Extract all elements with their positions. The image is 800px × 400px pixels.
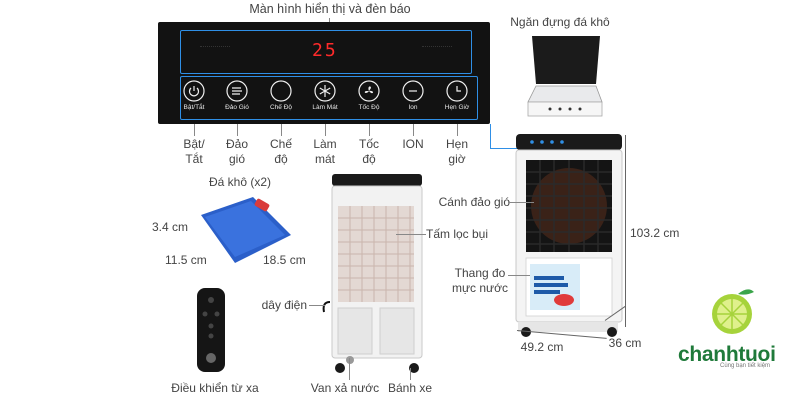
filter-label: Tấm lọc bụi: [426, 227, 489, 241]
ice-box-label: Ngăn đựng đá khô: [510, 15, 610, 29]
btn-label-speed: Tốc Độ: [358, 104, 380, 111]
display-outline: [180, 30, 472, 74]
snowflake-icon: [314, 80, 336, 102]
ion-button[interactable]: [402, 80, 424, 102]
cord-label: dây điện: [261, 298, 307, 312]
btn-label-timer: Hẹn Giờ: [444, 104, 470, 111]
title-pointer-line: [329, 18, 330, 24]
ice-box-image: [527, 36, 603, 117]
ion-icon: [402, 80, 424, 102]
power-icon: [183, 80, 205, 102]
ice-pack-label: Đá khô (x2): [208, 175, 272, 189]
btn-label-cooling: Làm Mát: [312, 104, 338, 111]
mode-button[interactable]: [270, 80, 292, 102]
indicator-lights-right: [422, 46, 452, 50]
remote-label: Điều khiển từ xa: [171, 381, 259, 395]
lime-logo-icon: [712, 289, 754, 334]
wheel-label: Bánh xe: [387, 381, 433, 395]
height-dimension-line: [625, 135, 626, 327]
pointer-line: [237, 124, 238, 136]
filter-pointer: [396, 234, 426, 235]
fan-icon: [358, 80, 380, 102]
swing-button[interactable]: [226, 80, 248, 102]
buttons-outline: [180, 76, 478, 120]
swing-icon: [226, 80, 248, 102]
cord-pointer: [309, 305, 325, 306]
remote-control-image: [197, 288, 225, 372]
timer-icon: [446, 80, 468, 102]
btn-label-power: Bật/Tắt: [183, 104, 205, 111]
display-title: Màn hình hiển thị và đèn báo: [249, 2, 411, 16]
drain-pointer: [349, 358, 350, 380]
cooling-button[interactable]: [314, 80, 336, 102]
height-dimension: 103.2 cm: [630, 226, 680, 240]
brand-tagline: Cùng bạn tiết kiệm: [720, 363, 771, 369]
btn-label-mode: Chế Độ: [269, 104, 293, 111]
connector-line: [490, 148, 518, 149]
pointer-line: [325, 124, 326, 136]
louver-label: Cánh đảo gió: [438, 195, 510, 209]
temperature-display: 25: [312, 40, 338, 61]
power-button[interactable]: [183, 80, 205, 102]
label-ion: ION: [402, 137, 424, 151]
water-gauge-pointer: [508, 275, 530, 276]
ice-width: 11.5 cm: [165, 253, 207, 267]
louver-pointer: [508, 202, 534, 203]
ice-pack-image: [201, 197, 291, 263]
btn-label-ion: Ion: [408, 104, 418, 111]
depth-dimension: 36 cm: [608, 336, 642, 350]
air-cooler-front-image: [515, 134, 623, 337]
pointer-line: [369, 124, 370, 136]
connector-line: [490, 124, 491, 148]
pointer-line: [413, 124, 414, 136]
pointer-line: [281, 124, 282, 136]
ice-thickness: 3.4 cm: [152, 220, 189, 234]
speed-button[interactable]: [358, 80, 380, 102]
timer-button[interactable]: [446, 80, 468, 102]
label-power: Bật/Tắt: [183, 137, 205, 166]
pointer-line: [194, 124, 195, 136]
mode-icon: [270, 80, 292, 102]
wheel-pointer: [410, 368, 411, 380]
btn-label-swing: Đảo Gió: [225, 104, 249, 111]
drain-valve-label: Van xả nước: [310, 381, 380, 395]
width-dimension: 49.2 cm: [520, 340, 564, 354]
brand-name: chanhtuoi: [678, 343, 776, 366]
ice-length: 18.5 cm: [263, 253, 306, 267]
pointer-line: [457, 124, 458, 136]
indicator-lights-left: [200, 46, 230, 50]
air-cooler-back-image: [322, 174, 423, 373]
